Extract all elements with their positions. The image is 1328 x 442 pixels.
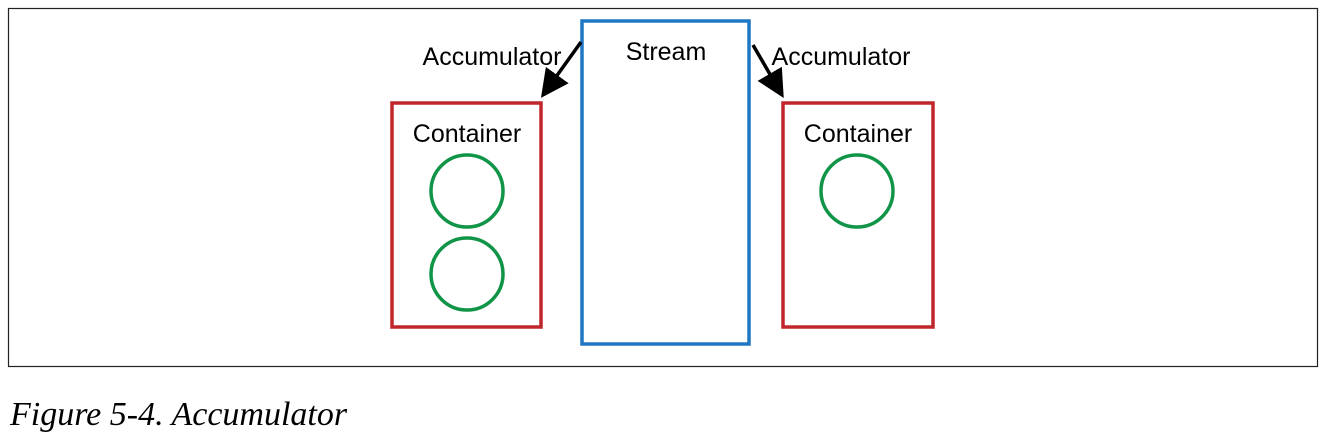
stream-box (580, 19, 751, 346)
stream-label: Stream (626, 38, 707, 66)
figure-caption: Figure 5-4. Accumulator (9, 396, 348, 433)
left-container-label: Container (413, 120, 521, 148)
left-accumulator-arrow (540, 40, 583, 98)
right-accumulator-arrow (751, 44, 784, 99)
left-arrow-label: Accumulator (423, 43, 562, 71)
right-container-box (781, 101, 935, 329)
left-container-item-circle (429, 153, 505, 229)
figure-frame (7, 7, 1319, 368)
right-container-item-circle (819, 153, 895, 229)
left-container-box (390, 101, 543, 329)
right-container-label: Container (804, 120, 912, 148)
right-arrow-label: Accumulator (772, 43, 911, 71)
left-container-item-circle (429, 236, 505, 312)
